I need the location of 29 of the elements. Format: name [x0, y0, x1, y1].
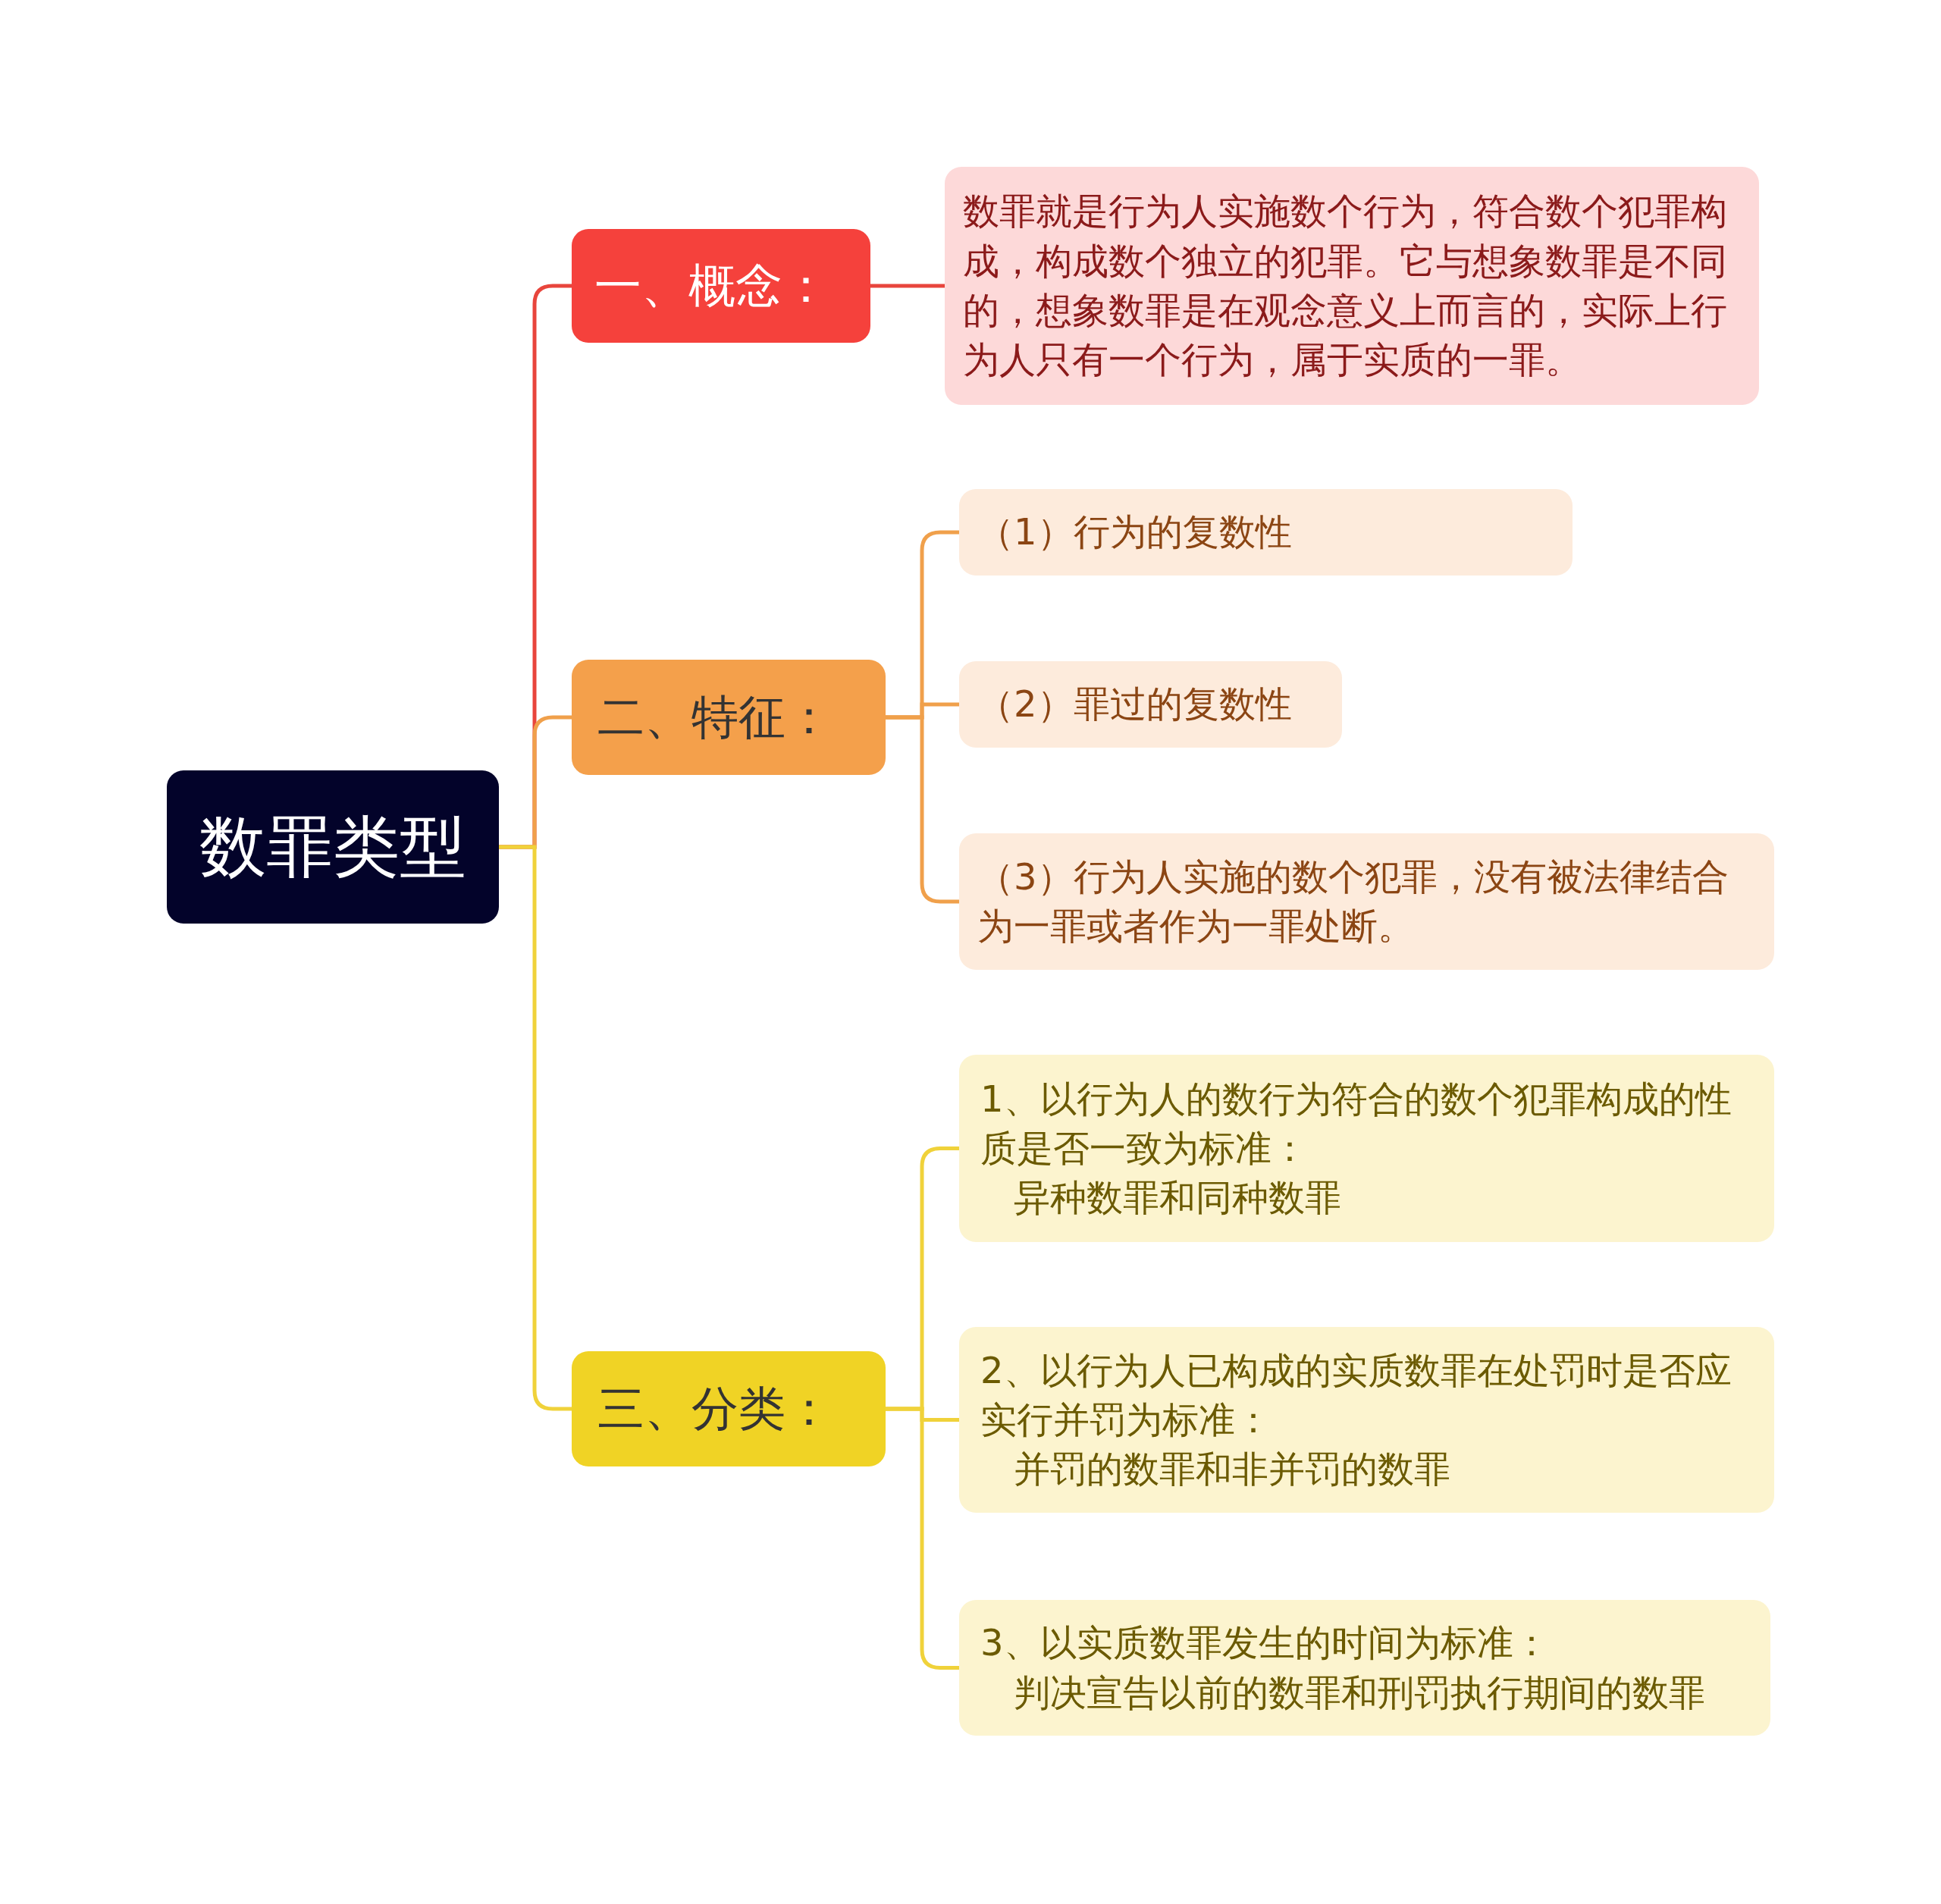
- node-text: 2、以行为人已构成的实质数罪在处罚时是否应实行并罚为标准：: [980, 1347, 1732, 1442]
- node-text: （3）行为人实施的数个犯罪，没有被法律结合为一罪或者作为一罪处断。: [977, 854, 1729, 949]
- leaf-box: [959, 489, 1573, 576]
- connector-line: [886, 715, 959, 904]
- connector-line: [870, 284, 945, 288]
- root-topic-box: [167, 770, 499, 924]
- node-text: 三、分类：: [597, 1379, 833, 1438]
- connector-line: [886, 1407, 959, 1670]
- branch-box: [572, 660, 886, 775]
- node-text: 一、概念：: [594, 256, 830, 315]
- node-text: 判决宣告以前的数罪和刑罚执行期间的数罪: [1013, 1670, 1706, 1715]
- connector-line: [499, 845, 572, 1411]
- branch-box: [572, 229, 870, 343]
- node-text: 二、特征：: [597, 688, 833, 746]
- node-text: 异种数罪和同种数罪: [1013, 1175, 1342, 1221]
- node-text: 3、以实质数罪发生的时间为标准：: [980, 1620, 1551, 1666]
- leaf-box: [959, 661, 1342, 748]
- leaf-box: [959, 833, 1774, 970]
- node-text: 数罪类型: [199, 807, 467, 888]
- leaf-box: [959, 1327, 1774, 1513]
- node-text: 1、以行为人的数行为符合的数个犯罪构成的性质是否一致为标准：: [980, 1076, 1732, 1171]
- node-text: （1）行为的复数性: [977, 510, 1293, 555]
- leaf-box: [959, 1055, 1774, 1242]
- node-text: （2）罪过的复数性: [977, 682, 1293, 727]
- branch-box: [572, 1351, 886, 1466]
- note-box: [945, 167, 1759, 405]
- node-text: 数罪就是行为人实施数个行为，符合数个犯罪构成，构成数个独立的犯罪。它与想象数罪是不同的，想象数罪是在观念意义上而言的，实际上行为人只有一个行为，属于实质的一罪。: [963, 189, 1728, 383]
- leaf-box: [959, 1600, 1770, 1736]
- node-text: 并罚的数罪和非并罚的数罪: [1013, 1447, 1451, 1492]
